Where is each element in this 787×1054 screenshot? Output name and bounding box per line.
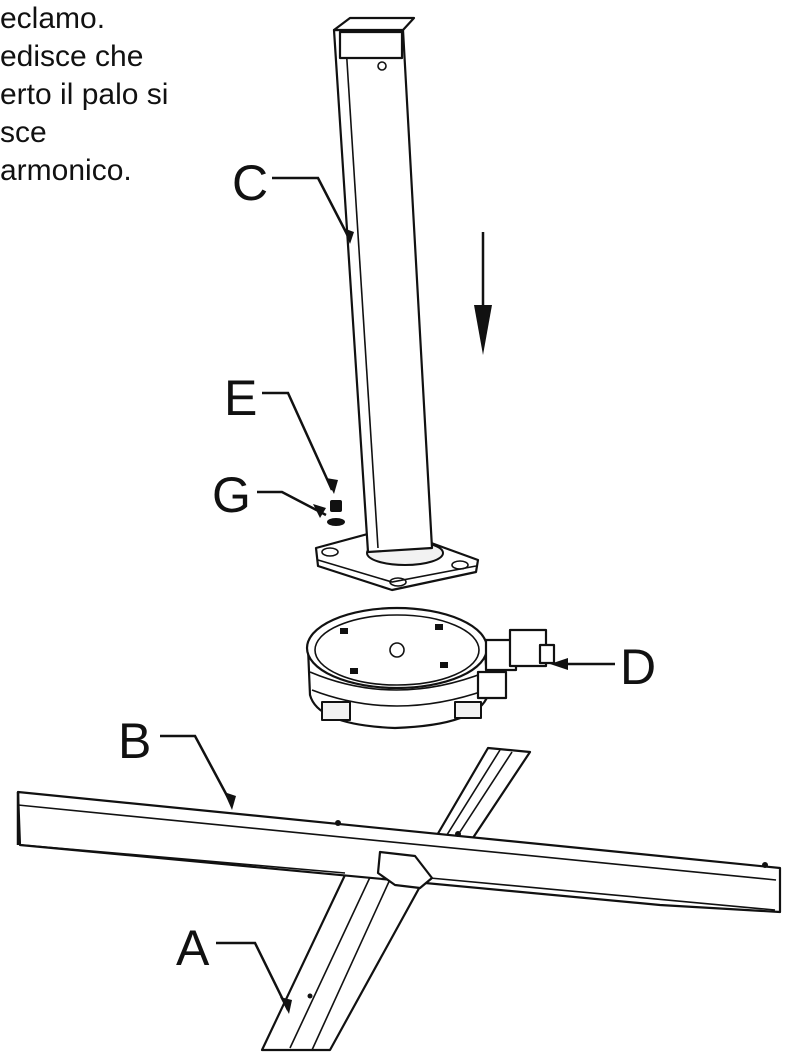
channel-b (16, 790, 782, 914)
label-e: E (224, 370, 257, 426)
cross-base (16, 746, 782, 1052)
instruction-line-2: edisce che (0, 40, 144, 73)
label-g: G (212, 467, 251, 523)
leader-e (262, 391, 334, 491)
washer-g (327, 518, 345, 526)
channel-a (260, 746, 532, 1052)
down-arrow-icon (474, 232, 492, 355)
label-b: B (118, 713, 151, 769)
instruction-line-3: erto il palo si (0, 78, 169, 111)
pole-c (332, 16, 434, 554)
instruction-line-4: sce (0, 116, 47, 149)
leader-b (160, 734, 234, 806)
leader-c (272, 176, 352, 241)
label-c: C (232, 155, 268, 211)
label-d: D (620, 639, 656, 695)
screw-e (330, 500, 342, 512)
lever-d (476, 628, 556, 700)
instruction-text: eclamo. edisce che erto il palo si sce a… (0, 0, 168, 190)
leader-a (216, 941, 290, 1011)
instruction-line-1: eclamo. (0, 2, 106, 35)
pole-assembly (314, 16, 480, 592)
label-a: A (176, 920, 210, 976)
rotating-base (305, 606, 556, 730)
leader-g (257, 490, 327, 517)
instruction-line-5: armonico. (0, 154, 132, 187)
